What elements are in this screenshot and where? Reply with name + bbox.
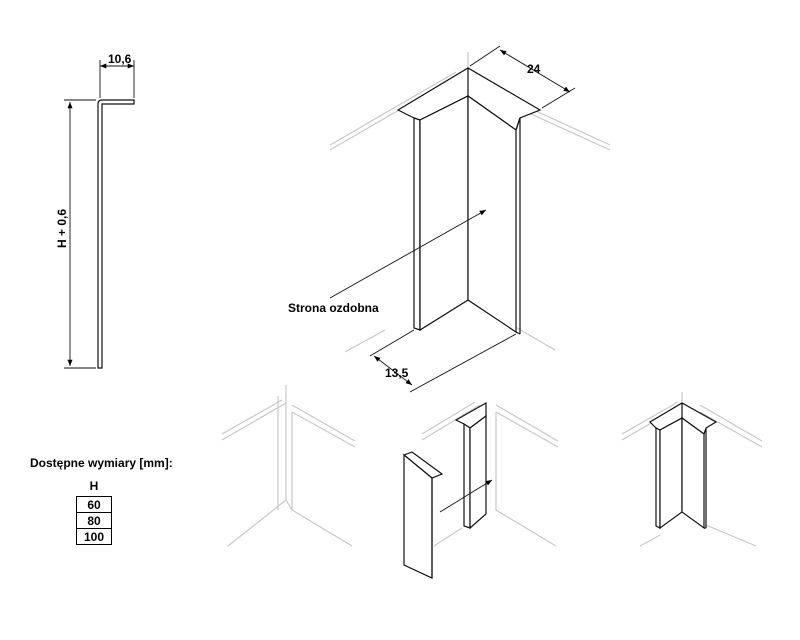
- decor-side-label: Strona ozdobna: [288, 301, 379, 315]
- depth-dimension-label: 24: [527, 62, 541, 76]
- width-dimension-label: 10,6: [108, 52, 132, 66]
- size-value: 100: [76, 528, 112, 545]
- depth-dimension-line: [499, 49, 571, 93]
- step2-assembly: [402, 401, 559, 579]
- main-corner-view: 24 13,5 Strona ozdobna: [288, 45, 611, 393]
- assembly-arrow: [439, 479, 493, 513]
- thickness-dimension-line: [373, 355, 413, 386]
- available-sizes-title: Dostępne wymiary [mm]:: [30, 456, 173, 470]
- size-value: 60: [76, 496, 112, 513]
- step1-empty-corner: [221, 385, 356, 547]
- decor-side-leader: [329, 209, 487, 299]
- available-sizes-table: H 60 80 100: [76, 479, 112, 545]
- size-value: 80: [76, 512, 112, 529]
- size-column-header: H: [89, 479, 99, 493]
- profile-section: 10,6 H + 0,6: [55, 52, 135, 369]
- step3-mounted: [621, 392, 763, 547]
- thickness-dimension-label: 13,5: [385, 366, 409, 380]
- height-dimension-label: H + 0,6: [55, 209, 69, 248]
